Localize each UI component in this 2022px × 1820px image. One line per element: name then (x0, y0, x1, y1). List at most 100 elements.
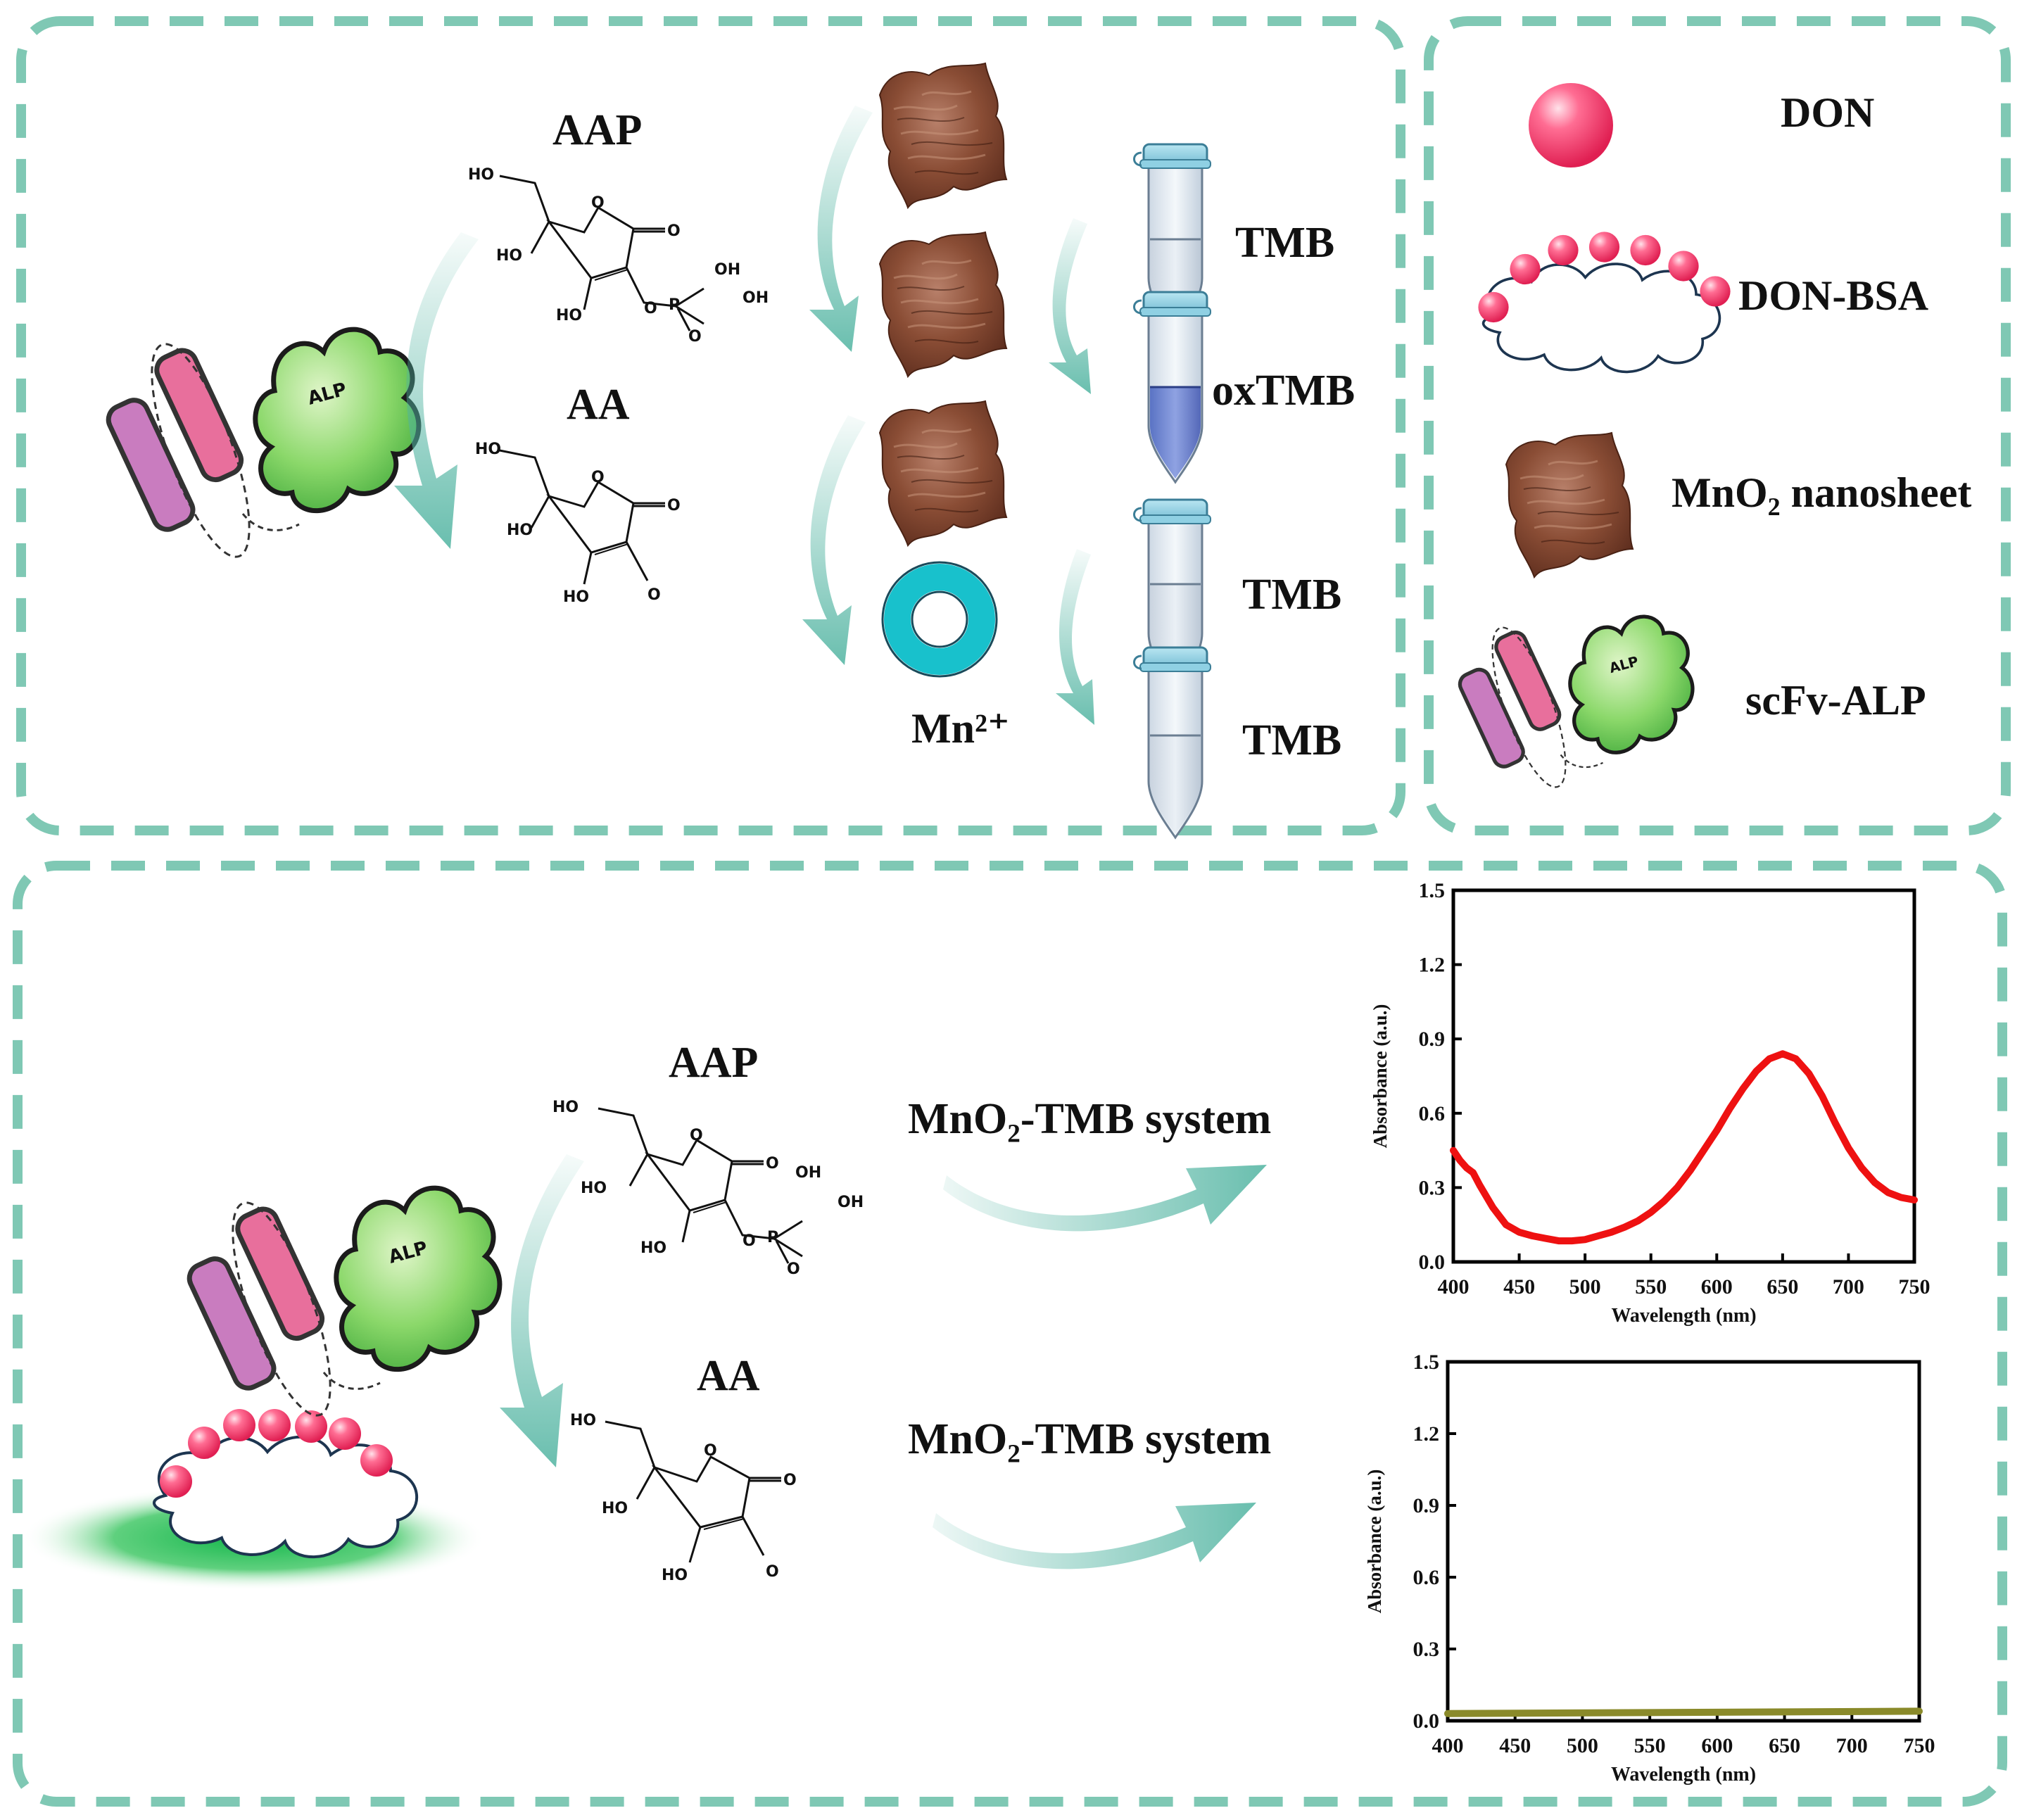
svg-text:O: O (743, 1232, 756, 1250)
scfv-alp-conjugate: ALP (104, 329, 419, 567)
svg-text:O: O (644, 300, 657, 317)
nanosheet-icon (1505, 431, 1634, 579)
nanosheet-icon (878, 231, 1008, 378)
x-tick-label: 600 (1701, 1734, 1733, 1757)
legend-label-mno2: MnO₂ nanosheet (1672, 469, 1971, 516)
top-left-panel (16, 16, 1405, 835)
reaction-arrow-down (802, 415, 866, 665)
spectrum-line (1444, 1707, 1923, 1717)
mn2-ion-icon (884, 564, 995, 675)
y-tick-label: 1.2 (1413, 1422, 1440, 1446)
y-tick-label: 0.0 (1413, 1710, 1440, 1733)
scfv-alp-icon: ALP (1456, 617, 1692, 795)
y-tick-label: 0.6 (1419, 1102, 1446, 1125)
svg-text:HO: HO (468, 166, 494, 184)
svg-text:P: P (767, 1229, 778, 1246)
tube-label: TMB (1242, 716, 1341, 764)
reaction-arrow-down (394, 232, 479, 549)
x-tick-label: 400 (1432, 1734, 1464, 1757)
svg-text:OH: OH (714, 261, 740, 279)
svg-text:HO: HO (662, 1567, 688, 1584)
scfv-alp-conjugate: ALP (185, 1188, 500, 1426)
x-tick-label: 650 (1767, 1275, 1798, 1298)
tube-tmb (1133, 646, 1212, 839)
aa-molecule: AA HO HO O O HO O (475, 381, 681, 606)
svg-text:O: O (766, 1155, 779, 1173)
svg-text:HO: HO (507, 522, 533, 539)
bottom-panel (13, 861, 2007, 1807)
pink-sphere-icon (1529, 83, 1613, 168)
y-tick-label: 0.9 (1413, 1494, 1440, 1517)
tube-label: oxTMB (1212, 367, 1355, 415)
aa-label: AA (567, 381, 630, 429)
svg-text:O: O (591, 469, 605, 486)
legend-label-scfv-alp: scFv-ALP (1745, 677, 1926, 723)
y-tick-label: 1.5 (1413, 1351, 1440, 1374)
svg-text:OH: OH (838, 1194, 864, 1211)
y-tick-label: 0.3 (1413, 1638, 1440, 1661)
x-tick-label: 500 (1569, 1275, 1601, 1298)
svg-text:O: O (766, 1563, 779, 1581)
svg-text:OH: OH (795, 1164, 821, 1182)
spectrum-line (1450, 1050, 1918, 1245)
x-tick-label: 600 (1701, 1275, 1733, 1298)
svg-text:O: O (667, 497, 681, 514)
svg-text:HO: HO (496, 247, 522, 265)
nanosheet-icon (878, 62, 1008, 209)
tube-label: TMB (1242, 571, 1341, 619)
reaction-arrow-down (1049, 218, 1091, 394)
x-tick-label: 650 (1769, 1734, 1800, 1757)
x-tick-label: 750 (1904, 1734, 1935, 1757)
aa-molecule: AA HO HO O O HO O (570, 1352, 797, 1584)
reaction-arrow-down (500, 1154, 584, 1467)
legend-label-don: DON (1781, 89, 1874, 136)
plot-frame (1446, 1360, 1921, 1723)
tube-oxtmb (1133, 291, 1212, 484)
y-tick-label: 0.0 (1419, 1251, 1446, 1274)
x-tick-label: 550 (1635, 1275, 1667, 1298)
y-tick-label: 0.6 (1413, 1566, 1440, 1589)
bsa-cloud-icon (1478, 232, 1731, 374)
svg-text:O: O (688, 328, 702, 346)
svg-text:P: P (669, 296, 680, 314)
y-tick-label: 0.3 (1419, 1176, 1446, 1199)
svg-text:O: O (667, 222, 681, 240)
svg-text:AAP: AAP (669, 1039, 758, 1087)
x-tick-label: 450 (1499, 1734, 1531, 1757)
svg-text:HO: HO (640, 1239, 666, 1257)
reaction-arrow-right (933, 1503, 1256, 1569)
system-label: MnO₂-TMB system (908, 1095, 1271, 1143)
aap-molecule: AAP HO HO O O HO O P OH OH O (468, 106, 769, 346)
x-tick-label: 400 (1438, 1275, 1470, 1298)
y-axis-label: Absorbance (a.u.) (1364, 1470, 1385, 1614)
mn2-label: Mn²⁺ (911, 705, 1010, 752)
svg-text:OH: OH (743, 289, 769, 307)
svg-text:HO: HO (475, 441, 501, 458)
y-tick-label: 0.9 (1419, 1028, 1446, 1051)
svg-text:O: O (591, 194, 605, 212)
aap-label: AAP (552, 106, 642, 154)
svg-text:O: O (787, 1260, 800, 1278)
y-tick-label: 1.2 (1419, 954, 1446, 977)
system-label: MnO₂-TMB system (908, 1415, 1271, 1463)
reaction-arrow-right (943, 1165, 1267, 1232)
y-tick-label: 1.5 (1419, 879, 1446, 902)
reaction-arrow-down (1056, 549, 1094, 725)
svg-text:HO: HO (570, 1412, 596, 1429)
svg-text:HO: HO (552, 1099, 579, 1116)
x-axis-label: Wavelength (nm) (1611, 1305, 1756, 1327)
svg-text:HO: HO (581, 1180, 607, 1197)
x-tick-label: 550 (1634, 1734, 1666, 1757)
svg-text:O: O (783, 1472, 797, 1489)
reaction-arrow-down (809, 106, 873, 352)
svg-text:O: O (704, 1442, 717, 1460)
plot-frame (1451, 888, 1916, 1264)
x-tick-label: 700 (1833, 1275, 1864, 1298)
legend-label-don-bsa: DON-BSA (1738, 272, 1928, 319)
svg-text:HO: HO (556, 307, 582, 324)
x-tick-label: 500 (1567, 1734, 1598, 1757)
svg-text:AA: AA (697, 1352, 760, 1400)
